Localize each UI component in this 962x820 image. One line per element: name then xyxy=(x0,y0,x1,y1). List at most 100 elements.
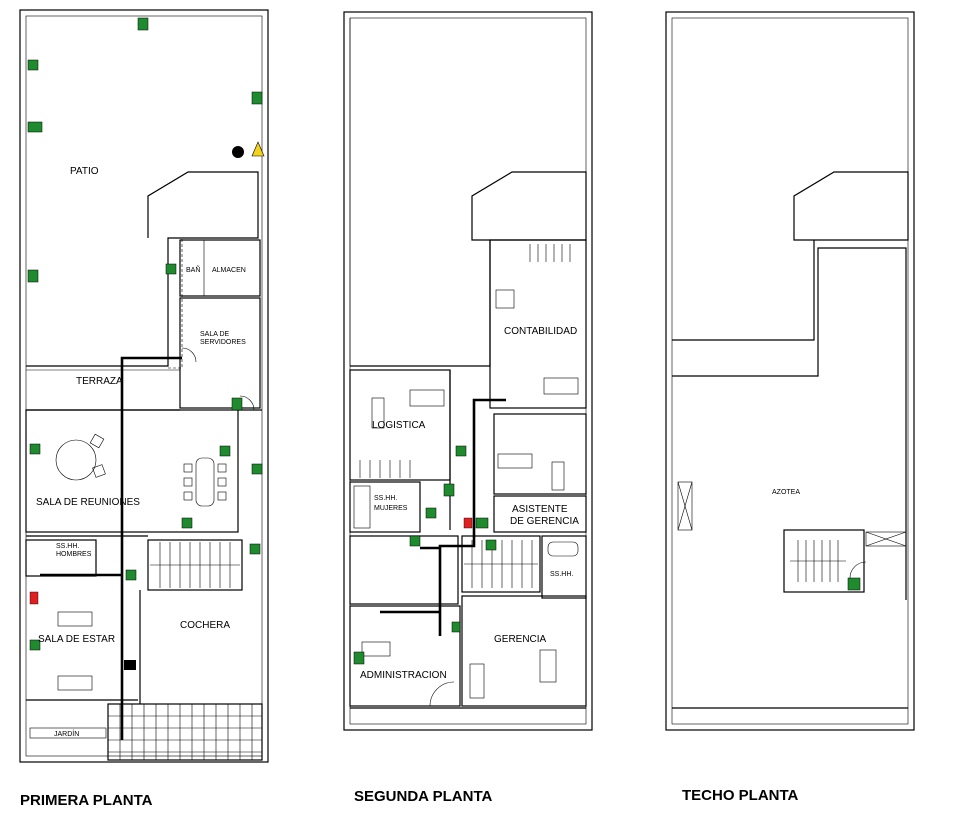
exit-sign-icon xyxy=(27,59,39,71)
warning-sign-icon xyxy=(251,141,265,157)
desk xyxy=(551,461,565,491)
exit-sign-icon xyxy=(251,91,263,105)
label-contabilidad: CONTABILIDAD xyxy=(504,326,577,337)
exit-sign-icon xyxy=(353,651,365,665)
round-table xyxy=(55,439,97,481)
label-patio: PATIO xyxy=(70,166,99,177)
servidores-room xyxy=(179,297,261,409)
label-asistente-2: DE GERENCIA xyxy=(510,516,579,527)
second-floor-inner-wall xyxy=(349,17,587,725)
label-sshh: SS.HH. xyxy=(550,571,573,578)
desk xyxy=(539,649,557,683)
water-tank xyxy=(865,531,907,547)
exit-sign-icon xyxy=(409,535,421,547)
exit-sign-icon xyxy=(27,121,43,133)
label-cochera: COCHERA xyxy=(180,620,230,631)
roof-plan: AZOTEA TECHO PLANTA xyxy=(665,11,915,804)
jardin-strip xyxy=(29,727,107,739)
desk xyxy=(543,377,579,395)
stair-contabilidad xyxy=(529,244,571,262)
exit-sign-icon xyxy=(443,483,455,497)
roof-outer-wall xyxy=(665,11,915,731)
label-sshh-2: HOMBRES xyxy=(56,551,92,558)
garden-paving xyxy=(107,703,263,761)
stair-treads-second xyxy=(464,540,538,588)
office-right xyxy=(493,413,587,495)
exit-sign-icon xyxy=(425,507,437,519)
desk xyxy=(361,641,391,657)
exit-sign-icon xyxy=(249,543,261,555)
door-arc-corridor xyxy=(239,395,255,411)
chairs xyxy=(89,433,227,501)
exit-sign-icon xyxy=(29,443,41,455)
exit-sign-icon xyxy=(27,269,39,283)
fire-extinguisher-icon xyxy=(29,591,39,605)
azotea-boundary xyxy=(672,247,907,600)
first-floor-inner-wall xyxy=(25,15,263,757)
desk xyxy=(497,453,533,469)
gerencia-room xyxy=(461,595,587,707)
roof-stair-box xyxy=(783,529,865,593)
exit-sign-icon xyxy=(485,539,497,551)
label-logistica: LOGISTICA xyxy=(372,420,426,431)
label-servidores-2: SERVIDORES xyxy=(200,339,246,346)
label-estar: SALA DE ESTAR xyxy=(38,634,115,645)
sink-block xyxy=(353,485,371,529)
meeting-table xyxy=(195,457,215,507)
contabilidad-room xyxy=(489,239,587,409)
administracion-room xyxy=(349,605,461,707)
second-floor-plan: CONTABILIDAD LOGISTICA SS.HH. MUJERES AS… xyxy=(343,11,593,805)
title-techo-planta: TECHO PLANTA xyxy=(682,787,799,804)
sofa-bottom xyxy=(57,675,93,691)
fire-extinguisher-icon xyxy=(463,517,473,529)
exit-sign-icon xyxy=(165,263,177,275)
exit-sign-icon xyxy=(475,517,489,529)
skylight-cross xyxy=(677,481,693,531)
sofa xyxy=(469,663,485,699)
first-floor-plan: PATIO BAÑ ALMACEN SALA DE SERVIDORES TER… xyxy=(19,9,269,809)
alarm-icon xyxy=(232,146,244,158)
exit-sign-icon xyxy=(231,397,243,411)
sshh-mujeres-room xyxy=(349,481,421,533)
roof-stair-treads xyxy=(790,540,846,582)
stair-second-2 xyxy=(461,535,541,593)
sshh-room xyxy=(541,535,587,599)
exit-sign-icon xyxy=(251,463,263,475)
tank-cross xyxy=(865,531,907,547)
roof-inner-wall xyxy=(671,17,909,725)
exit-sign-icon xyxy=(219,445,231,457)
desk xyxy=(409,389,445,407)
evacuation-route-first xyxy=(120,356,182,740)
label-jardin: JARDÍN xyxy=(54,729,79,738)
label-azotea: AZOTEA xyxy=(772,489,800,496)
shaft xyxy=(167,237,183,369)
title-primera-planta: PRIMERA PLANTA xyxy=(20,792,153,809)
exit-sign-icon xyxy=(137,17,149,31)
skylight xyxy=(677,481,693,531)
label-sshh-1: SS.HH. xyxy=(56,543,79,550)
label-terraza: TERRAZA xyxy=(76,376,123,387)
almacen-room xyxy=(179,239,261,297)
label-bath: BAÑ xyxy=(186,265,200,274)
label-sshh-m-1: SS.HH. xyxy=(374,495,397,502)
stair-treads-first xyxy=(150,542,240,588)
exit-sign-icon xyxy=(29,639,41,651)
label-servidores-1: SALA DE xyxy=(200,331,230,338)
exit-sign-icon xyxy=(847,577,861,591)
emergency-light-icon xyxy=(124,660,136,670)
asistente-room xyxy=(493,495,587,533)
door-arc-admin xyxy=(429,681,455,707)
exit-sign-icon xyxy=(451,621,461,633)
title-segunda-planta: SEGUNDA PLANTA xyxy=(354,788,493,805)
door-arc-roof xyxy=(849,561,867,579)
evacuation-route-second xyxy=(438,398,506,636)
bathtub xyxy=(547,541,579,557)
stair-first xyxy=(147,539,243,591)
exit-sign-icon xyxy=(181,517,193,529)
paving-grid xyxy=(108,704,262,760)
door-arc-servidores xyxy=(181,347,197,363)
label-reuniones: SALA DE REUNIONES xyxy=(36,497,140,508)
label-administracion: ADMINISTRACION xyxy=(360,670,447,681)
